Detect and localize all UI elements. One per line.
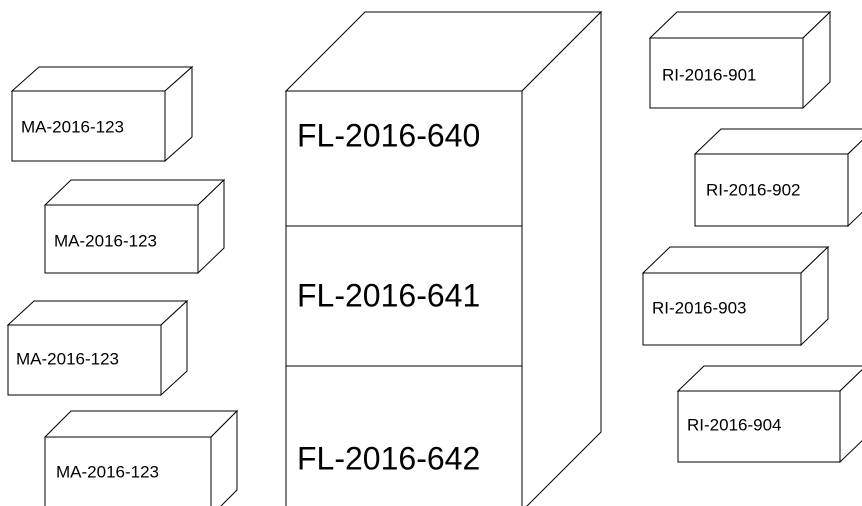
box-top-face: [695, 129, 862, 154]
drawer-label: FL-2016-640: [297, 117, 480, 153]
cabinet-side-face: [522, 12, 601, 506]
box-top-face: [45, 180, 224, 205]
box-label: RI-2016-901: [662, 65, 757, 84]
drawer-label: FL-2016-641: [297, 277, 480, 313]
box-label: RI-2016-904: [687, 415, 782, 434]
box-top-face: [45, 411, 237, 437]
left-box: MA-2016-123: [12, 67, 192, 161]
box-label: RI-2016-902: [706, 180, 801, 199]
box-label: MA-2016-123: [16, 349, 119, 368]
right-box: RI-2016-903: [643, 247, 828, 345]
left-box: MA-2016-123: [8, 301, 187, 395]
box-top-face: [12, 67, 192, 91]
box-label: RI-2016-903: [652, 298, 747, 317]
box-label: MA-2016-123: [54, 231, 157, 250]
right-box: RI-2016-904: [678, 366, 862, 462]
filing-cabinet: FL-2016-640 FL-2016-641 FL-2016-642: [286, 12, 601, 506]
right-box: RI-2016-901: [650, 12, 830, 108]
drawer-label: FL-2016-642: [297, 440, 480, 476]
right-box: RI-2016-902: [695, 129, 862, 226]
box-top-face: [8, 301, 187, 325]
box-top-face: [643, 247, 828, 273]
box-label: MA-2016-123: [56, 462, 159, 481]
box-label: MA-2016-123: [21, 117, 124, 136]
left-box: MA-2016-123: [45, 411, 237, 506]
box-top-face: [650, 12, 830, 38]
box-top-face: [678, 366, 862, 391]
left-box: MA-2016-123: [45, 180, 224, 273]
